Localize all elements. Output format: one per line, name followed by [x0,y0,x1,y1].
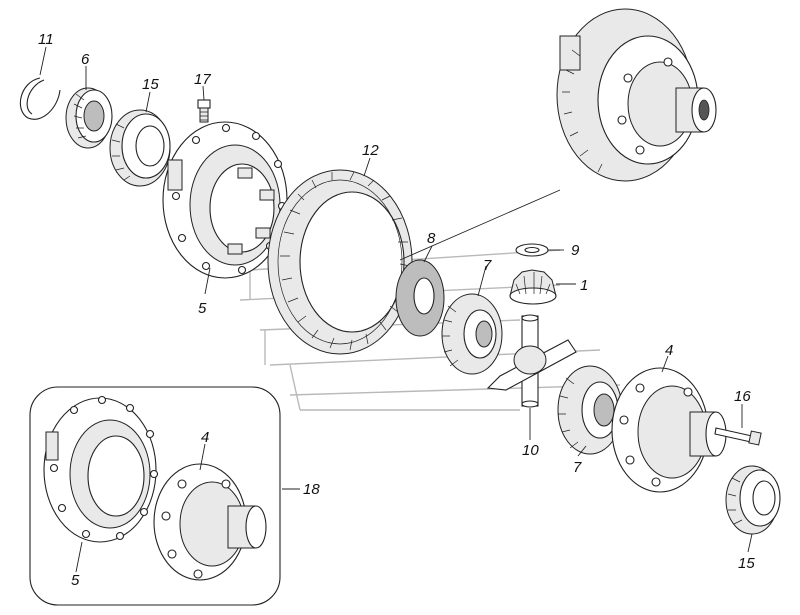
bearing-15-upper [109,109,171,187]
housing-4-lower [153,463,267,581]
housing-4-right [611,367,727,493]
callout-6: 6 [81,51,90,68]
callout-1: 1 [580,277,588,294]
callout-4-right: 4 [665,342,673,359]
subassembly-18-frame [29,386,281,606]
callout-5-upper: 5 [198,300,207,317]
callout-labels: 11 6 15 17 12 5 8 9 7 1 4 10 7 16 15 4 1… [38,31,755,589]
callout-16: 16 [734,388,751,405]
housing-5-upper [162,121,288,279]
callout-9: 9 [571,242,580,259]
callout-7-lower: 7 [573,459,582,476]
housing-5-lower [43,395,159,543]
assembled-differential [556,8,717,182]
callout-11: 11 [38,31,54,48]
callout-17: 17 [194,71,211,88]
leader-lines [39,46,753,573]
callout-18: 18 [303,481,320,498]
bearing-15-lower [725,465,781,535]
thrust-washer-8 [395,259,445,337]
spider-10 [486,314,577,408]
callout-8: 8 [427,230,436,247]
side-gear-7-lower [557,365,623,455]
bolt-16 [714,427,762,446]
callout-4-lower: 4 [201,429,209,446]
washer-9 [515,243,549,257]
callout-12: 12 [362,142,379,159]
nut-6 [65,87,113,149]
snap-ring-11 [19,77,61,120]
callout-5-lower: 5 [71,572,80,589]
side-gear-7-middle [441,293,503,375]
callout-15-lower: 15 [738,555,755,572]
pinion-gear-1 [509,269,557,305]
callout-10: 10 [522,442,539,459]
ring-gear-12 [267,169,413,355]
callout-15-upper: 15 [142,76,159,93]
callout-7-middle: 7 [483,257,492,274]
bolt-17 [197,99,211,123]
